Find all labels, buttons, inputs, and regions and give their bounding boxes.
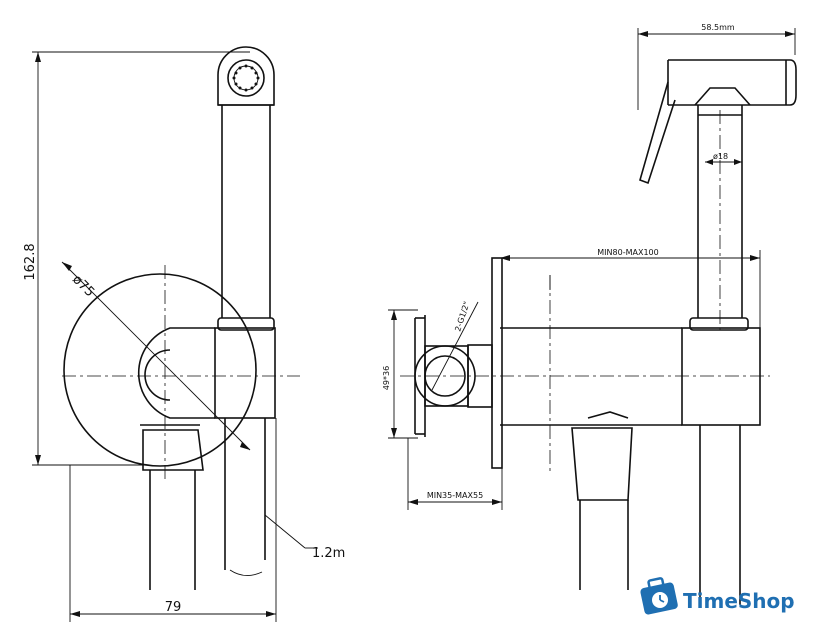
flange-diameter-label: ø75 bbox=[69, 272, 97, 300]
hose-length-label: 1.2m bbox=[312, 546, 345, 561]
head-length-label: 58.5mm bbox=[701, 23, 735, 32]
pipe-diameter-label: ø18 bbox=[713, 152, 728, 161]
spray-head-icon bbox=[227, 59, 265, 97]
side-view: 58.5mm ø18 MIN80-MAX100 bbox=[382, 23, 797, 605]
wall-offset-label: MIN35-MAX55 bbox=[427, 491, 483, 500]
timeshop-watermark: TimeShop bbox=[640, 577, 795, 615]
brand-name: TimeShop bbox=[683, 589, 795, 613]
wall-depth-label: MIN80-MAX100 bbox=[597, 248, 658, 257]
briefcase-clock-icon bbox=[640, 577, 678, 615]
height-dimension-label: 162.8 bbox=[23, 243, 38, 280]
body-size-label: 49*36 bbox=[382, 366, 391, 390]
wall-flange bbox=[63, 273, 257, 467]
front-view: 162.8 ø75 bbox=[23, 46, 345, 622]
thread-size-label: 2-G1/2" bbox=[453, 300, 471, 332]
width-dimension-label: 79 bbox=[165, 600, 182, 615]
